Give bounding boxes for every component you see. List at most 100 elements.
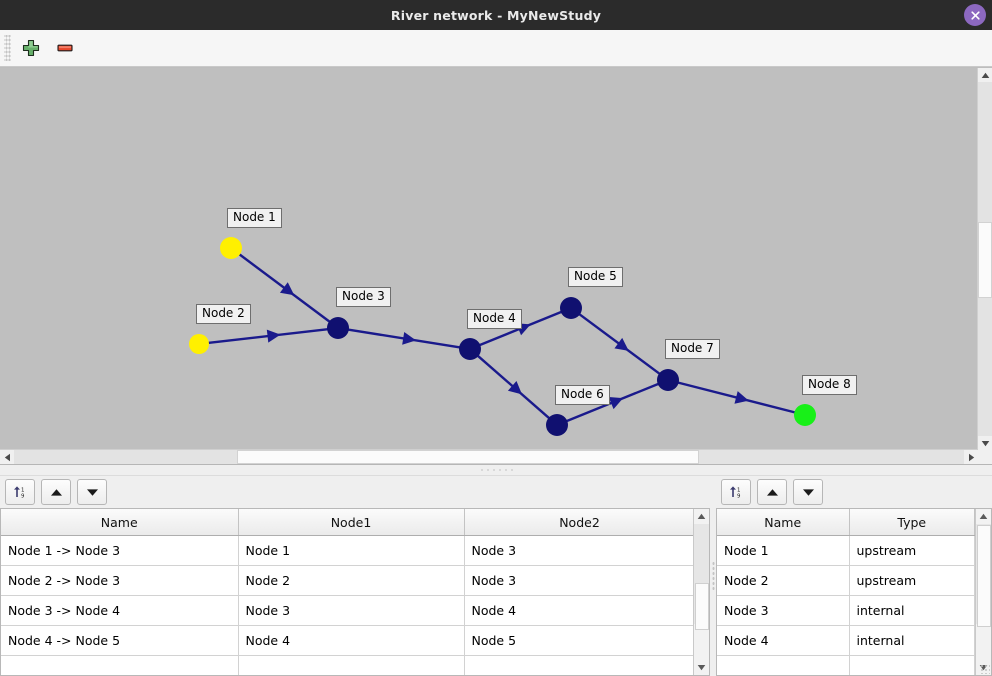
table-cell[interactable]: Node 3 — [717, 595, 850, 626]
graph-node-label-node-1[interactable]: Node 1 — [227, 208, 282, 228]
graph-horizontal-scrollbar[interactable] — [0, 449, 978, 464]
graph-node-node-5[interactable] — [560, 297, 582, 319]
close-button[interactable] — [964, 4, 986, 26]
network-graph-canvas[interactable] — [0, 68, 978, 464]
delete-node-button[interactable] — [49, 32, 81, 64]
table-cell[interactable]: Node 4 -> Node 5 — [1, 625, 239, 656]
table-cell[interactable]: Node 4 — [464, 595, 693, 626]
column-header-name[interactable]: Name — [717, 509, 850, 536]
table-cell[interactable] — [464, 655, 693, 675]
table-row-empty[interactable] — [1, 655, 693, 675]
nodes-vscroll-thumb[interactable] — [977, 525, 991, 627]
table-cell[interactable]: Node 2 — [238, 565, 465, 596]
graph-node-node-1[interactable] — [220, 237, 242, 259]
table-cell[interactable]: Node 2 -> Node 3 — [1, 565, 239, 596]
table-cell[interactable]: Node 2 — [717, 565, 850, 596]
graph-node-node-4[interactable] — [459, 338, 481, 360]
graph-scroll-left-button[interactable] — [0, 450, 14, 464]
window-resize-grip[interactable] — [980, 664, 990, 674]
graph-node-label-node-4[interactable]: Node 4 — [467, 309, 522, 329]
graph-scroll-up-button[interactable] — [978, 68, 992, 82]
caret-left-icon — [4, 453, 10, 461]
table-cell[interactable]: internal — [849, 595, 975, 626]
table-cell[interactable]: internal — [849, 625, 975, 656]
nodes-move-up-button[interactable] — [757, 479, 787, 505]
caret-right-icon — [968, 453, 974, 461]
graph-node-label-node-5[interactable]: Node 5 — [568, 267, 623, 287]
graph-vscroll-thumb[interactable] — [978, 222, 992, 298]
main-toolbar — [0, 30, 992, 67]
graph-node-node-6[interactable] — [546, 414, 568, 436]
table-cell[interactable]: Node 3 — [238, 595, 465, 626]
add-node-button[interactable] — [15, 32, 47, 64]
table-cell[interactable]: Node 5 — [464, 625, 693, 656]
graph-node-label-node-7[interactable]: Node 7 — [665, 339, 720, 359]
network-graph-pane[interactable]: Node 1 Node 2 Node 3 Node 4 Node 5 Node 6 Node… — [0, 67, 992, 464]
table-cell[interactable] — [1, 655, 239, 675]
nodes-move-down-button[interactable] — [793, 479, 823, 505]
graph-scroll-right-button[interactable] — [964, 450, 978, 464]
column-header-node1[interactable]: Node1 — [238, 509, 465, 536]
vertical-splitter[interactable] — [0, 464, 992, 476]
reaches-move-down-button[interactable] — [77, 479, 107, 505]
table-cell[interactable]: upstream — [849, 535, 975, 566]
reaches-scroll-up-button[interactable] — [694, 509, 709, 524]
table-cell[interactable]: Node 1 — [238, 535, 465, 566]
graph-node-label-node-6[interactable]: Node 6 — [555, 385, 610, 405]
nodes-vertical-scrollbar[interactable] — [975, 509, 991, 675]
reaches-vscroll-thumb[interactable] — [695, 583, 709, 630]
table-cell[interactable]: Node 1 — [717, 535, 850, 566]
table-cell[interactable] — [849, 655, 975, 675]
graph-node-node-8[interactable] — [794, 404, 816, 426]
reaches-sort-button[interactable]: 1 9 — [5, 479, 35, 505]
table-row-empty[interactable] — [717, 655, 975, 675]
graph-node-node-3[interactable] — [327, 317, 349, 339]
table-cell[interactable]: Node 3 -> Node 4 — [1, 595, 239, 626]
column-header-type[interactable]: Type — [849, 509, 975, 536]
caret-up-icon — [697, 513, 706, 519]
nodes-scroll-up-button[interactable] — [976, 509, 991, 524]
graph-hscroll-thumb[interactable] — [237, 450, 699, 464]
graph-node-node-2[interactable] — [189, 334, 209, 354]
horizontal-splitter[interactable] — [710, 476, 716, 676]
graph-vertical-scrollbar[interactable] — [977, 68, 992, 450]
column-header-name[interactable]: Name — [1, 509, 239, 536]
window-title: River network - MyNewStudy — [390, 7, 602, 23]
graph-node-node-7[interactable] — [657, 369, 679, 391]
graph-node-label-node-2[interactable]: Node 2 — [196, 304, 251, 324]
table-cell[interactable]: Node 1 -> Node 3 — [1, 535, 239, 566]
reaches-scroll-down-button[interactable] — [694, 660, 709, 675]
column-header-node2[interactable]: Node2 — [464, 509, 693, 536]
reaches-move-up-button[interactable] — [41, 479, 71, 505]
toolbar-drag-handle[interactable] — [4, 35, 11, 61]
sort-ascending-icon: 1 9 — [730, 486, 741, 500]
graph-node-label-node-8[interactable]: Node 8 — [802, 375, 857, 395]
table-cell[interactable]: upstream — [849, 565, 975, 596]
table-cell[interactable]: Node 4 — [238, 625, 465, 656]
table-cell[interactable]: Node 4 — [717, 625, 850, 656]
graph-node-label-node-3[interactable]: Node 3 — [336, 287, 391, 307]
table-cell[interactable]: Node 3 — [464, 565, 693, 596]
table-cell[interactable] — [238, 655, 465, 675]
table-cell[interactable]: Node 3 — [464, 535, 693, 566]
reaches-vertical-scrollbar[interactable] — [693, 509, 709, 675]
graph-scroll-down-button[interactable] — [978, 436, 992, 450]
nodes-sort-button[interactable]: 1 9 — [721, 479, 751, 505]
table-cell[interactable] — [717, 655, 850, 675]
